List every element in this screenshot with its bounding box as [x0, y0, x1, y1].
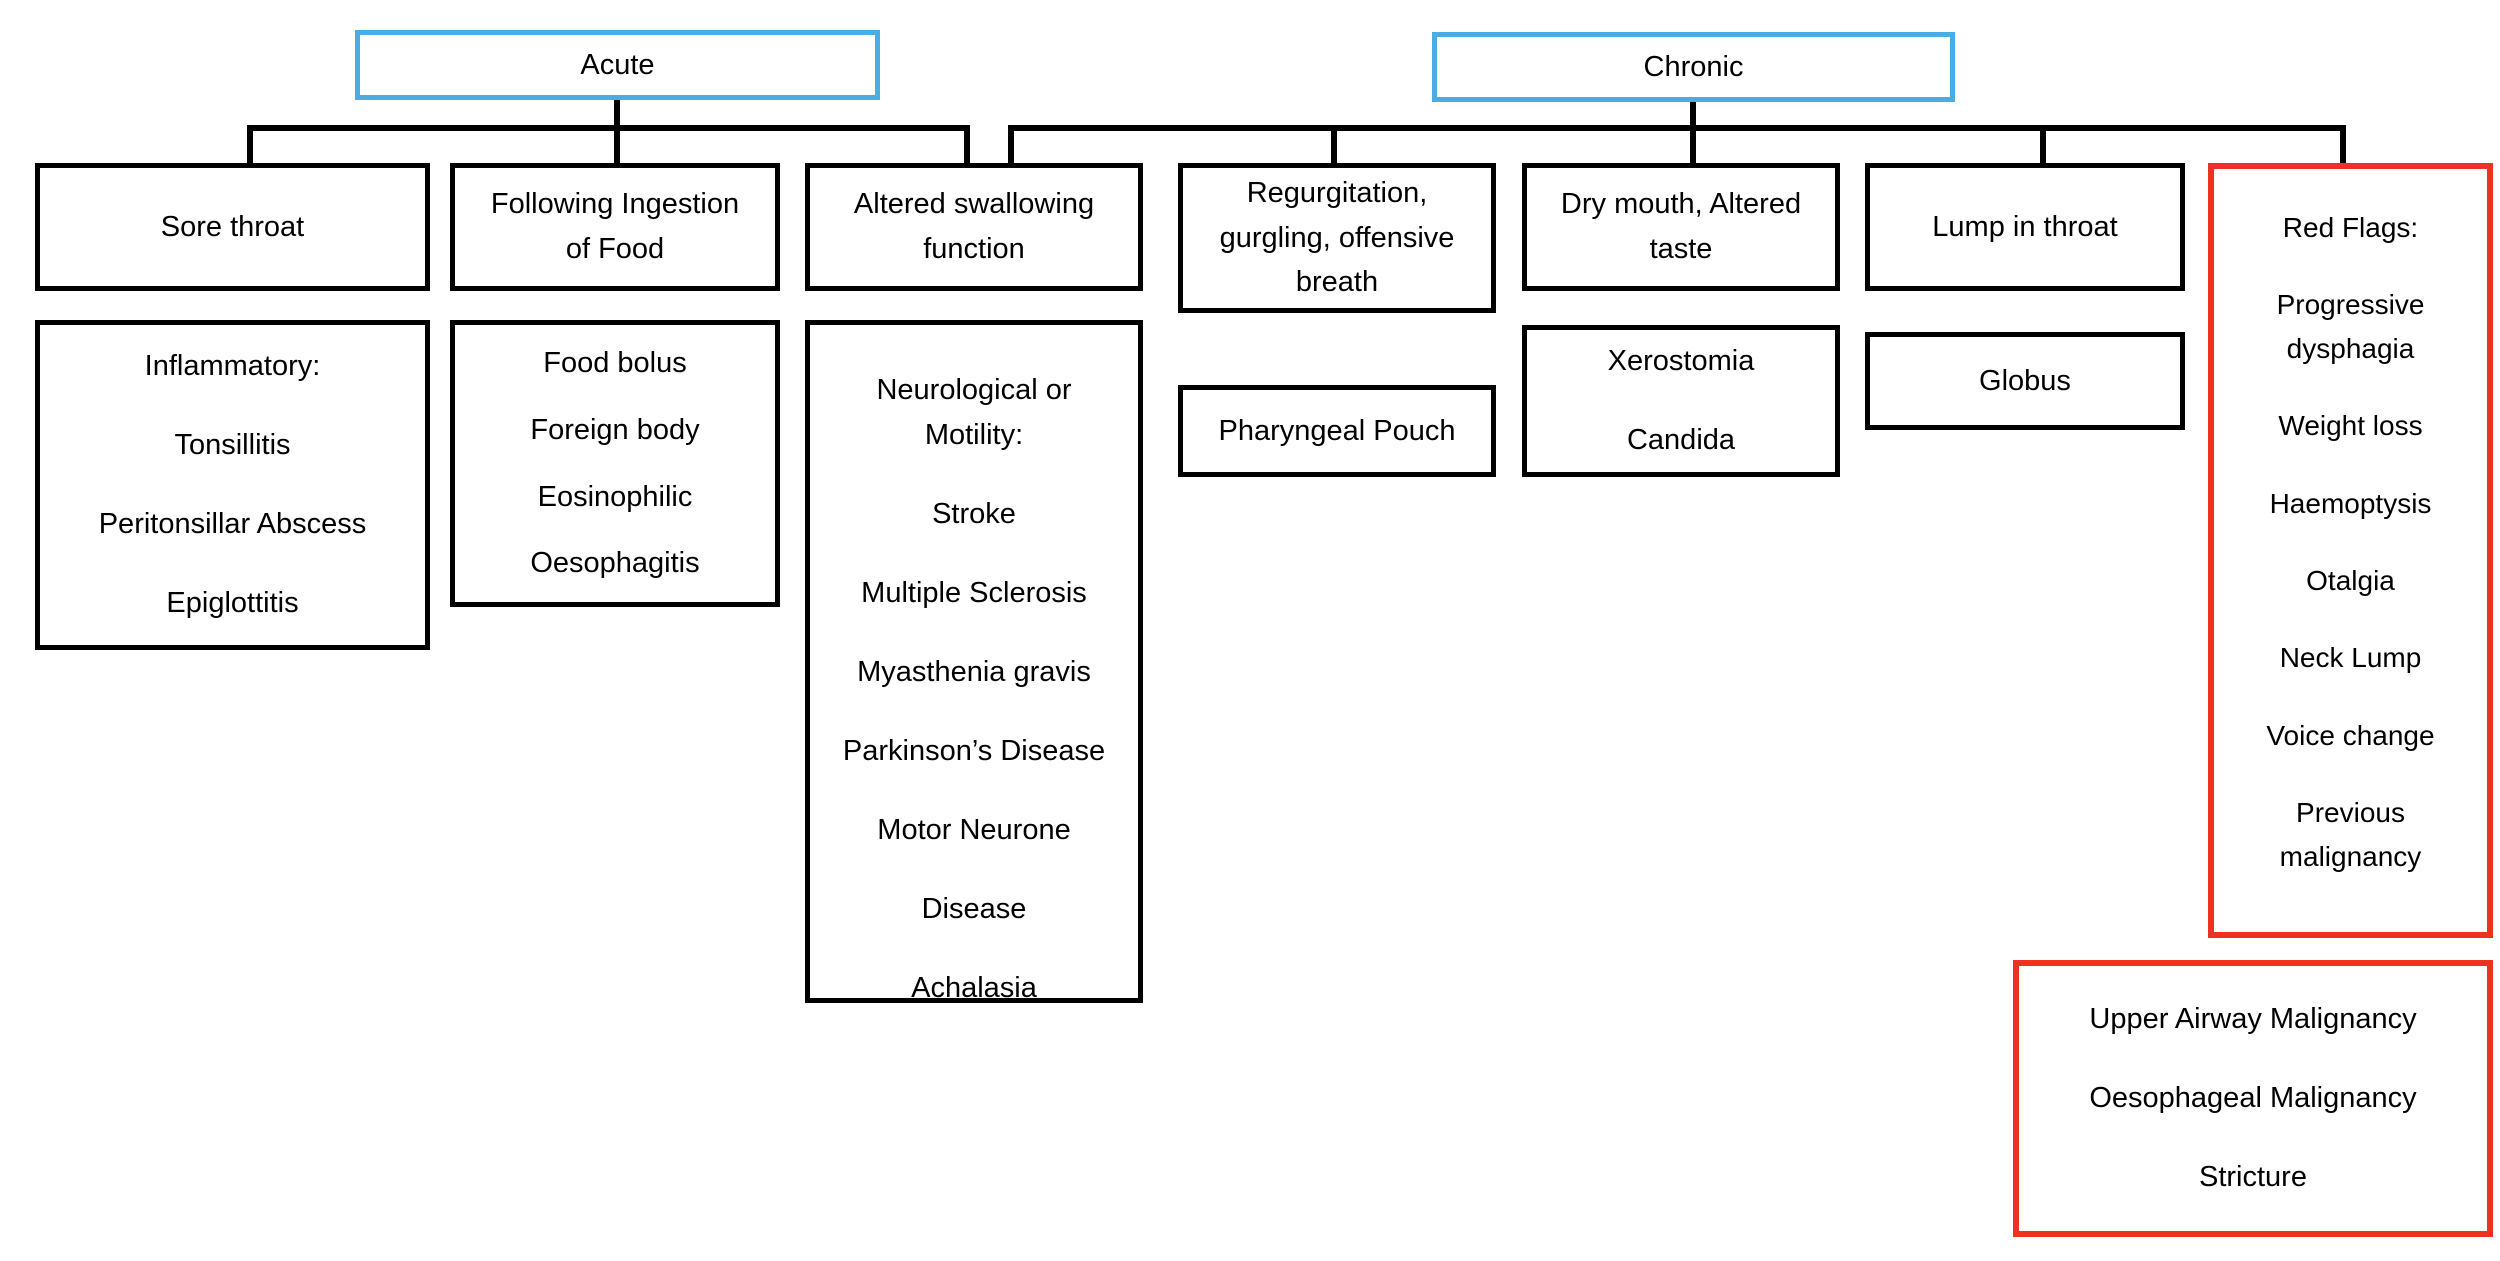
connector-chronic-drop-2	[1331, 125, 1337, 163]
red-flag-progressive: Progressive	[2276, 289, 2425, 321]
red-flag-dysphagia: dysphagia	[2286, 332, 2415, 364]
detail-item-globus: Globus	[1979, 364, 2071, 397]
alert-malignancy-causes[interactable]: Upper Airway Malignancy Oesophageal Mali…	[2013, 960, 2493, 1237]
root-node-acute-label: Acute	[580, 48, 655, 81]
detail-item-stroke: Stroke	[932, 497, 1016, 530]
malignancy-item-stricture: Stricture	[2199, 1160, 2307, 1193]
detail-item-pharyngeal-pouch: Pharyngeal Pouch	[1218, 414, 1456, 447]
red-flag-otalgia: Otalgia	[2306, 564, 2395, 596]
detail-title-neurological-line-1: Neurological or	[876, 374, 1072, 406]
detail-item-tonsillitis: Tonsillitis	[174, 429, 291, 462]
detail-lump-in-throat[interactable]: Globus	[1865, 332, 2185, 430]
node-regurgitation[interactable]: Regurgitation, gurgling, offensive breat…	[1178, 163, 1496, 313]
node-sore-throat[interactable]: Sore throat	[35, 163, 430, 291]
detail-title-neurological-line-2: Motility:	[924, 418, 1024, 451]
malignancy-item-upper-airway: Upper Airway Malignancy	[2089, 1003, 2417, 1036]
detail-item-motor-neurone: Motor Neurone	[877, 813, 1071, 846]
root-node-chronic-label: Chronic	[1643, 50, 1744, 83]
connector-acute-bus	[247, 125, 970, 131]
red-flag-malignancy: malignancy	[2279, 840, 2422, 872]
node-following-ingestion-of-food[interactable]: Following Ingestion of Food	[450, 163, 780, 291]
connector-chronic-drop-1	[1008, 125, 1014, 163]
node-regurgitation-line-2: gurgling, offensive	[1219, 221, 1455, 254]
node-following-ingestion-line-2: of Food	[565, 233, 665, 265]
red-flag-voice-change: Voice change	[2266, 719, 2435, 751]
detail-item-peritonsillar-abscess: Peritonsillar Abscess	[98, 508, 367, 540]
detail-item-disease: Disease	[921, 892, 1027, 925]
detail-item-multiple-sclerosis: Multiple Sclerosis	[861, 576, 1087, 609]
node-altered-swallowing-function[interactable]: Altered swallowing function	[805, 163, 1143, 291]
connector-acute-drop-1	[247, 125, 253, 163]
connector-acute-drop-2	[614, 125, 620, 163]
detail-item-xerostomia: Xerostomia	[1607, 345, 1755, 378]
node-lump-in-throat[interactable]: Lump in throat	[1865, 163, 2185, 291]
malignancy-item-oesophageal: Oesophageal Malignancy	[2089, 1082, 2417, 1115]
node-altered-swallowing-line-1: Altered swallowing	[853, 188, 1095, 221]
red-flag-weight-loss: Weight loss	[2278, 410, 2423, 442]
detail-following-ingestion-of-food[interactable]: Food bolus Foreign body Eosinophilic Oes…	[450, 320, 780, 607]
detail-sore-throat[interactable]: Inflammatory: Tonsillitis Peritonsillar …	[35, 320, 430, 650]
detail-regurgitation[interactable]: Pharyngeal Pouch	[1178, 385, 1496, 477]
detail-title-inflammatory: Inflammatory:	[144, 350, 321, 383]
red-flags-title: Red Flags:	[2282, 212, 2419, 243]
connector-chronic-drop-3	[1690, 125, 1696, 163]
alert-red-flags[interactable]: Red Flags: Progressive dysphagia Weight …	[2208, 163, 2493, 938]
detail-item-parkinsons-disease: Parkinson’s Disease	[842, 734, 1106, 767]
node-regurgitation-line-1: Regurgitation,	[1246, 176, 1428, 209]
detail-item-eosinophilic: Eosinophilic	[537, 480, 693, 513]
node-following-ingestion-line-1: Following Ingestion	[490, 188, 740, 221]
connector-chronic-drop-4	[2040, 125, 2046, 163]
red-flag-neck-lump: Neck Lump	[2279, 642, 2422, 674]
detail-item-myasthenia-gravis: Myasthenia gravis	[857, 655, 1091, 688]
connector-chronic-drop-5	[2340, 125, 2346, 163]
detail-item-achalasia: Achalasia	[911, 971, 1037, 1004]
node-dry-mouth-line-2: taste	[1649, 233, 1713, 265]
detail-item-epiglottitis: Epiglottitis	[166, 586, 299, 619]
detail-dry-mouth-altered-taste[interactable]: Xerostomia Candida	[1522, 325, 1840, 477]
red-flag-haemoptysis: Haemoptysis	[2269, 487, 2432, 519]
connector-chronic-bus	[1008, 125, 2346, 131]
detail-item-foreign-body: Foreign body	[530, 413, 700, 446]
node-regurgitation-line-3: breath	[1295, 266, 1379, 299]
detail-altered-swallowing-function[interactable]: Neurological or Motility: Stroke Multipl…	[805, 320, 1143, 1004]
red-flag-previous: Previous	[2296, 797, 2405, 829]
node-dry-mouth-line-1: Dry mouth, Altered	[1560, 188, 1802, 221]
root-node-acute[interactable]: Acute	[355, 30, 880, 100]
detail-item-food-bolus: Food bolus	[543, 346, 687, 379]
node-sore-throat-label: Sore throat	[160, 210, 305, 243]
connector-acute-drop-3	[964, 125, 970, 163]
detail-item-candida: Candida	[1626, 424, 1736, 456]
detail-item-oesophagitis: Oesophagitis	[530, 547, 700, 580]
node-altered-swallowing-line-2: function	[923, 233, 1025, 265]
node-lump-in-throat-label: Lump in throat	[1932, 210, 2118, 243]
root-node-chronic[interactable]: Chronic	[1432, 32, 1955, 102]
node-dry-mouth-altered-taste[interactable]: Dry mouth, Altered taste	[1522, 163, 1840, 291]
